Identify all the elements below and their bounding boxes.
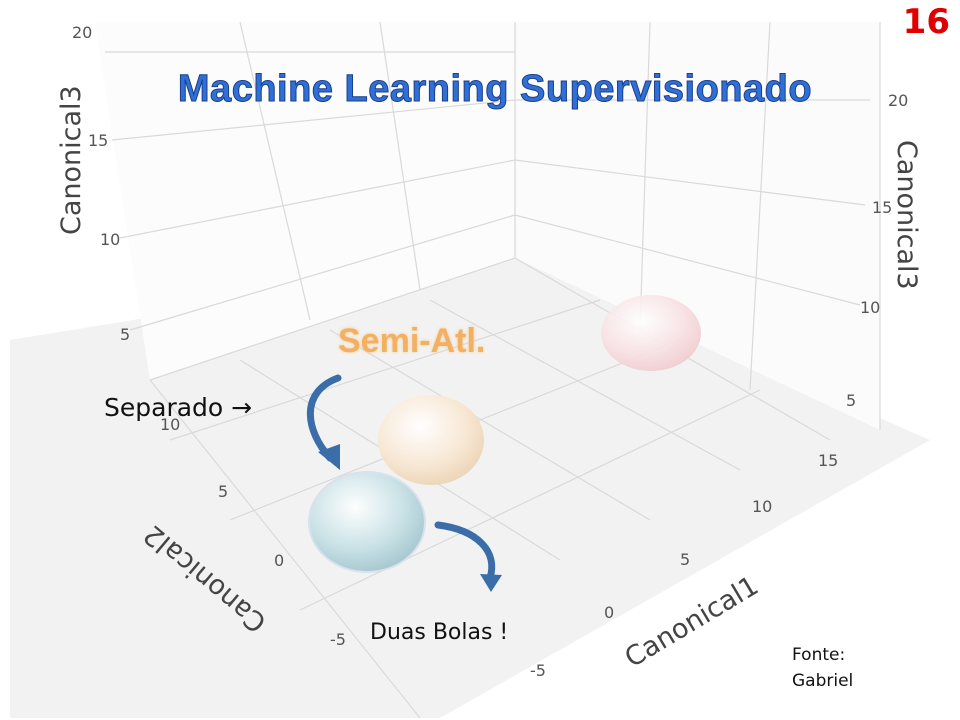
tick-label: 20	[72, 23, 92, 42]
data-spheres	[308, 295, 701, 573]
z-axis-label-left: Canonical3	[56, 85, 87, 235]
arrowhead-right-icon	[480, 574, 502, 592]
page-title: Machine Learning Supervisionado	[177, 68, 813, 111]
sphere-blue	[308, 471, 426, 573]
semi-atl-annotation: Semi-Atl.	[338, 322, 486, 360]
tick-label: 5	[846, 391, 856, 410]
z-ticks-right: 20 15 10 5	[846, 91, 908, 410]
slide-number: 16	[902, 2, 950, 42]
source-author: Gabriel	[792, 671, 854, 691]
z-axis-label-right: Canonical3	[891, 140, 922, 290]
back-wall-right	[515, 22, 880, 430]
arrowhead-left-icon	[318, 444, 340, 470]
arrow-down-right-icon	[434, 521, 496, 582]
arrow-down-left-icon	[306, 374, 342, 462]
tick-label: 5	[120, 325, 130, 344]
tick-label: 0	[604, 603, 614, 622]
tick-label: 15	[818, 451, 838, 470]
tick-label: 5	[680, 550, 690, 569]
tick-label: 10	[752, 497, 772, 516]
tick-label: 0	[274, 551, 284, 570]
duas-bolas-annotation: Duas Bolas !	[370, 620, 509, 645]
z-ticks-left: 20 15 10 5	[72, 23, 130, 344]
source-label: Fonte:	[792, 645, 846, 665]
curved-arrows	[306, 374, 502, 592]
tick-label: 10	[860, 298, 880, 317]
tick-label: 5	[218, 482, 228, 501]
x-ticks: -5 0 5 10 15	[530, 451, 838, 680]
tick-label: 20	[888, 91, 908, 110]
sphere-pink	[601, 295, 701, 371]
tick-label: 10	[100, 230, 120, 249]
plot-panels	[10, 22, 930, 718]
tick-label: -5	[330, 630, 346, 649]
y-ticks: 10 5 0 -5	[160, 415, 346, 649]
source-credit: Fonte: Gabriel	[792, 642, 853, 694]
floor-panel	[10, 258, 930, 718]
tick-label: 15	[872, 198, 892, 217]
tick-label: 15	[88, 131, 108, 150]
tick-label: 10	[160, 415, 180, 434]
tick-label: -5	[530, 661, 546, 680]
separado-annotation: Separado →	[104, 393, 253, 422]
sphere-peach	[378, 395, 484, 485]
